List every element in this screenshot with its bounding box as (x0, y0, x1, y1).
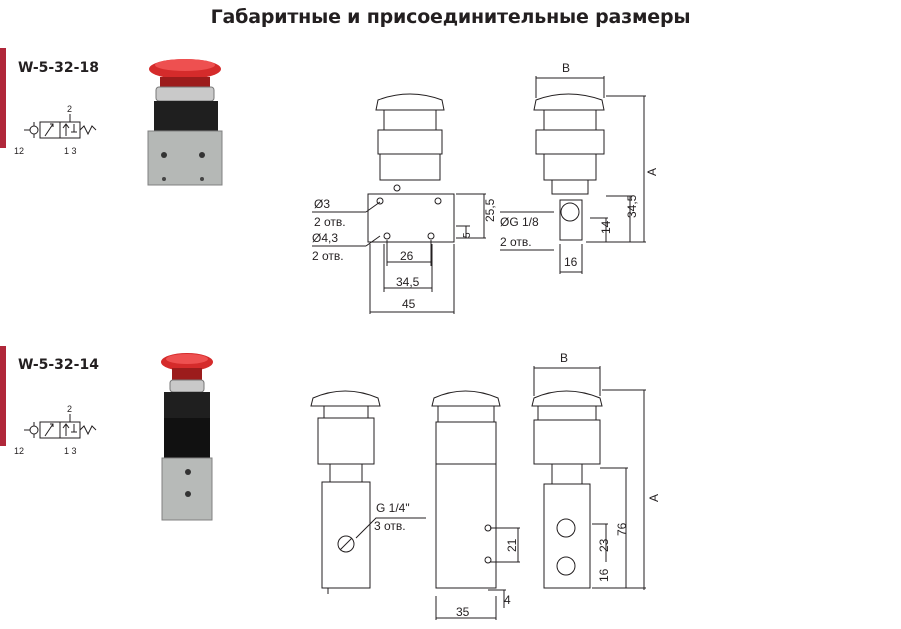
svg-text:G 1/4": G 1/4" (376, 501, 410, 515)
page-title: Габаритные и присоединительные размеры (210, 6, 691, 28)
svg-text:26: 26 (400, 249, 414, 263)
accent-bar (0, 346, 6, 446)
svg-text:34,5: 34,5 (396, 275, 420, 289)
valve-symbol: 2 12 1 3 (14, 104, 97, 156)
svg-text:23: 23 (597, 538, 611, 552)
svg-text:A: A (647, 494, 661, 502)
model-label: W-5-32-14 (18, 357, 99, 373)
svg-text:1 3: 1 3 (64, 446, 77, 456)
svg-text:34,5: 34,5 (625, 194, 639, 218)
svg-text:2: 2 (67, 404, 72, 414)
svg-text:2: 2 (67, 104, 72, 114)
svg-text:14: 14 (599, 220, 613, 234)
svg-text:B: B (562, 61, 570, 75)
svg-text:2 отв.: 2 отв. (312, 249, 344, 263)
svg-text:25,5: 25,5 (483, 198, 497, 222)
model-label: W-5-32-18 (18, 60, 99, 76)
svg-text:Ø4,3: Ø4,3 (312, 231, 338, 245)
svg-text:4: 4 (504, 593, 511, 607)
svg-text:A: A (645, 168, 659, 176)
svg-text:45: 45 (402, 297, 416, 311)
product-photo (161, 353, 213, 521)
svg-text:5: 5 (462, 232, 473, 238)
product-photo (147, 59, 223, 186)
accent-bar (0, 48, 6, 148)
svg-text:3 отв.: 3 отв. (374, 519, 406, 533)
valve-symbol: 2 12 1 3 (14, 404, 97, 456)
svg-text:B: B (560, 351, 568, 365)
svg-text:12: 12 (14, 446, 24, 456)
svg-text:21: 21 (505, 538, 519, 552)
svg-text:2 отв.: 2 отв. (500, 235, 532, 249)
svg-text:35: 35 (456, 605, 470, 619)
svg-text:12: 12 (14, 146, 24, 156)
svg-text:76: 76 (615, 522, 629, 536)
svg-text:16: 16 (564, 255, 578, 269)
svg-text:16: 16 (597, 568, 611, 582)
svg-text:ØG 1/8: ØG 1/8 (500, 215, 539, 229)
svg-text:2 отв.: 2 отв. (314, 215, 346, 229)
svg-text:Ø3: Ø3 (314, 197, 330, 211)
svg-text:1 3: 1 3 (64, 146, 77, 156)
